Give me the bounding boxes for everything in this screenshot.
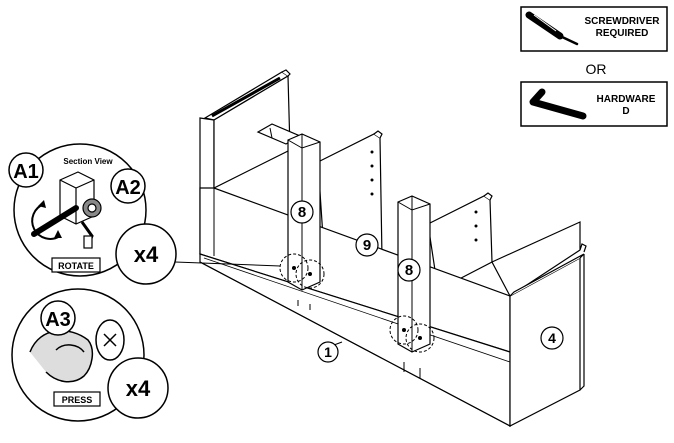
- press-box: [53, 391, 101, 407]
- part-9-circle: [355, 233, 379, 257]
- quantity-a-label: x4: [134, 242, 159, 267]
- part-4-label: 4: [548, 330, 556, 346]
- quantity-a-circle: [115, 223, 177, 285]
- leader-line: [174, 261, 281, 267]
- part-8-left-circle: [290, 200, 314, 224]
- cap-cover-icon: [95, 319, 125, 361]
- detail-rotate: Section View A1 A2 ROTATE x4: [8, 143, 177, 285]
- screwdriver-label-line1: SCREWDRIVER: [584, 16, 660, 27]
- cam-lock-marker-left-a: [279, 253, 309, 283]
- part-labels: 8 9 8 4 1: [290, 200, 564, 363]
- callout-a2: A2: [115, 177, 141, 199]
- cabinet-assembly: [199, 69, 587, 427]
- hardware-label-line1: HARDWARE: [597, 94, 656, 105]
- detail-press: A3 PRESS x4: [11, 288, 169, 422]
- callout-a1-circle: [8, 152, 44, 188]
- part-8-left-label: 8: [298, 204, 306, 221]
- callout-a1: A1: [13, 161, 39, 183]
- part-4-circle: [540, 326, 564, 350]
- cam-lock-marker-left-b: [295, 259, 325, 289]
- part-1-circle: [317, 341, 339, 363]
- screwdriver-label-line2: REQUIRED: [596, 28, 649, 39]
- section-view-label: Section View: [63, 157, 113, 166]
- cam-lock-markers: [279, 253, 435, 353]
- cam-lock-marker-right-a: [389, 315, 419, 345]
- part-9-label: 9: [363, 237, 371, 254]
- callout-a2-circle: [110, 168, 146, 204]
- or-label: OR: [586, 61, 607, 77]
- quantity-b-label: x4: [126, 376, 151, 401]
- callout-a3: A3: [45, 309, 71, 331]
- callout-a3-circle: [40, 300, 76, 336]
- part-1-label: 1: [324, 344, 332, 360]
- allen-key-icon: [529, 88, 587, 120]
- screwdriver-icon: [525, 11, 579, 46]
- part-8-right-circle: [397, 258, 421, 282]
- rotate-label: ROTATE: [58, 261, 94, 271]
- cam-lock-marker-right-b: [405, 323, 435, 353]
- part-8-right-label: 8: [405, 262, 413, 279]
- rotate-box: [51, 257, 101, 273]
- rotate-screwdriver-icon: [31, 200, 79, 240]
- hardware-label-line2: D: [622, 106, 629, 117]
- legend: SCREWDRIVER REQUIRED OR HARDWARE D: [520, 6, 668, 127]
- press-label: PRESS: [62, 395, 93, 405]
- quantity-b-circle: [107, 357, 169, 419]
